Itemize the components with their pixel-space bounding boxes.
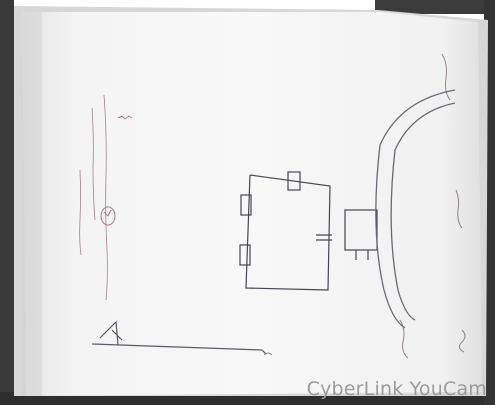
watermark-text: CyberLink YouCam bbox=[306, 378, 487, 400]
circuit-sketch bbox=[239, 171, 378, 291]
handwritten-notes-right bbox=[263, 53, 466, 359]
background-left-edge bbox=[0, 0, 14, 405]
paper-sheet bbox=[22, 12, 482, 396]
background-right-edge bbox=[484, 0, 495, 405]
axis-sketch bbox=[91, 320, 267, 355]
handwritten-notes-left bbox=[79, 94, 133, 301]
background-top-right-corner bbox=[375, 0, 495, 14]
paper-fold-shadow bbox=[22, 12, 42, 396]
curved-guide-line bbox=[375, 89, 456, 329]
